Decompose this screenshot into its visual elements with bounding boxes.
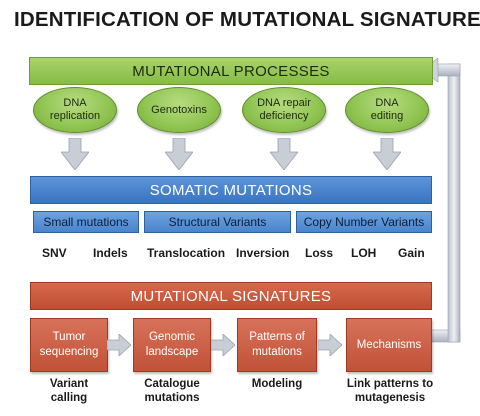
mutational-signatures-band: MUTATIONAL SIGNATURES [30,282,432,310]
category-copy-number-variants: Copy Number Variants [296,211,432,233]
caption-variant-calling: Variant calling [49,378,89,404]
mutation-type-indels: Indels [93,246,128,260]
caption-catalogue-mutations: Catalogue mutations [144,378,200,404]
somatic-mutations-band: SOMATIC MUTATIONS [30,176,432,204]
category-structural-variants: Structural Variants [144,211,291,233]
mutation-type-loh: LOH [351,246,377,260]
step-label: Tumor sequencing [39,331,99,358]
step-label: Genomic landscape [145,331,199,358]
step-genomic-landscape: Genomic landscape [133,318,211,372]
right-arrow-icon [107,334,131,356]
mutation-type-inversion: Inversion [236,246,290,260]
step-patterns-of-mutations: Patterns of mutations [237,318,317,372]
process-label: DNA repair deficiency [257,97,311,122]
mutation-type-loss: Loss [305,246,334,260]
down-arrow-icon [61,138,89,170]
process-dna-repair-deficiency: DNA repair deficiency [242,87,326,133]
process-dna-replication: DNA replication [33,87,117,133]
page-title: IDENTIFICATION OF MUTATIONAL SIGNATURES [14,8,480,31]
process-dna-editing: DNA editing [345,87,429,133]
category-small-mutations: Small mutations [33,211,139,233]
process-label: Genotoxins [151,103,207,116]
down-arrow-icon [373,138,401,170]
step-label: Patterns of mutations [249,331,305,358]
step-label: Mechanisms [356,338,422,351]
process-label: DNA replication [49,97,101,122]
down-arrow-icon [165,138,193,170]
caption-link-patterns: Link patterns to mutagenesis [346,378,434,404]
mutational-processes-band: MUTATIONAL PROCESSES [29,57,433,85]
step-tumor-sequencing: Tumor sequencing [30,318,108,372]
right-arrow-icon [318,334,342,356]
process-genotoxins: Genotoxins [137,87,221,133]
caption-modeling: Modeling [251,378,303,390]
right-arrow-icon [211,334,235,356]
mutation-type-snv: SNV [42,246,67,260]
step-mechanisms: Mechanisms [346,318,432,372]
mutation-type-gain: Gain [398,246,425,260]
process-label: DNA editing [370,97,404,122]
mutation-type-translocation: Translocation [147,246,226,260]
down-arrow-icon [270,138,298,170]
